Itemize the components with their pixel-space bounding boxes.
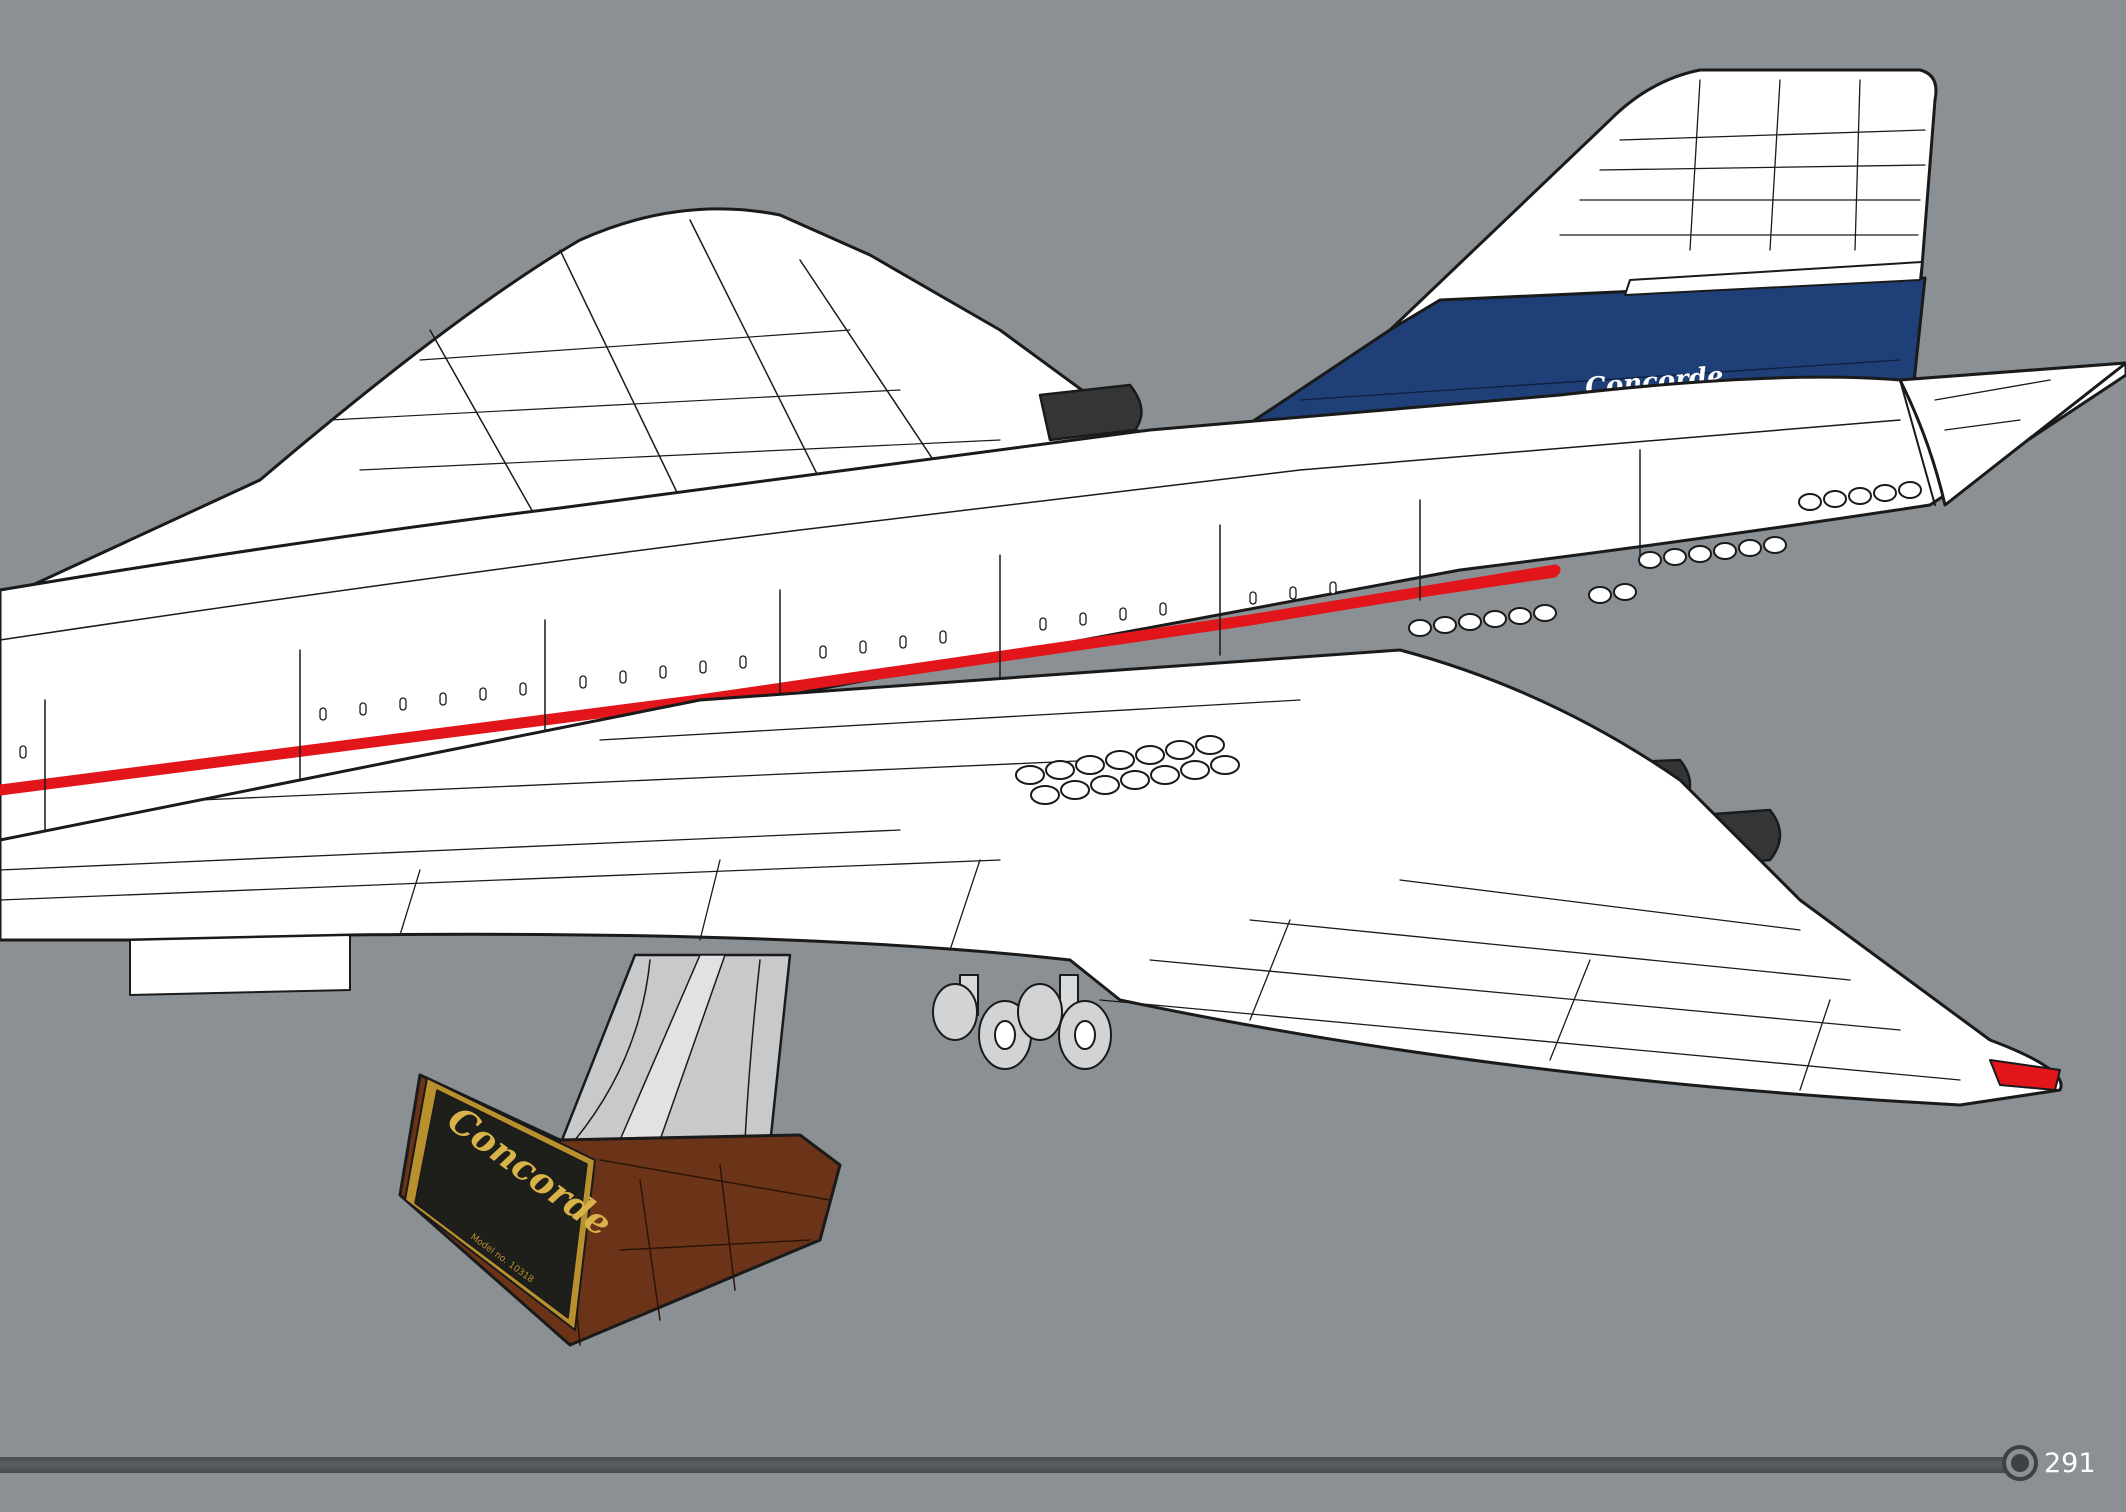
wing-studs [1015, 735, 1240, 805]
cabin-windows [19, 581, 1337, 759]
display-stand [558, 953, 792, 1147]
nose-cone [1898, 361, 2126, 507]
footer-rule [0, 1457, 2010, 1473]
near-wing [0, 648, 2063, 1107]
landing-gear [932, 974, 1112, 1070]
fuselage-studs [1408, 481, 1922, 637]
display-base: Concorde Model no. 10318 [398, 1073, 842, 1347]
page-number: 291 [2044, 1448, 2096, 1479]
page-footer: 291 [0, 1440, 2126, 1490]
page-number-ring-icon [2002, 1445, 2038, 1481]
